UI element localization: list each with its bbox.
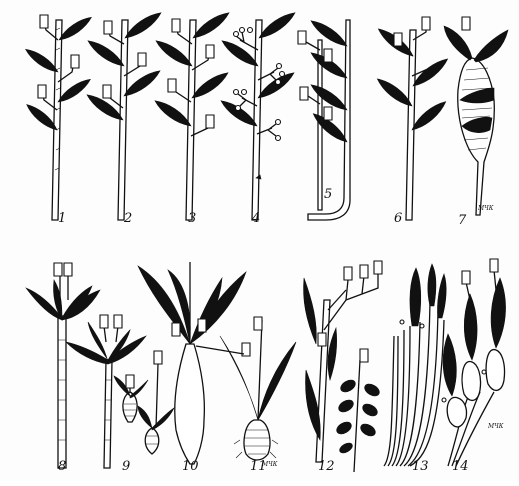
- panel-label-9: 9: [122, 459, 130, 474]
- plant-panel-14: 14 МЧК: [442, 259, 506, 474]
- panel-label-4: 4: [251, 211, 260, 226]
- plant-panel-6: 6: [374, 17, 450, 226]
- panel-label-13: 13: [412, 459, 429, 474]
- plant-panel-8: 8: [26, 263, 100, 474]
- plant-panel-1: 1: [23, 14, 94, 226]
- panel-label-7: 7: [458, 213, 467, 228]
- plant-panel-4: 4: [218, 9, 298, 226]
- plant-panel-11: 11 МЧК: [220, 317, 296, 474]
- panel-label-8: 8: [58, 459, 66, 474]
- plant-panel-3: 3: [152, 9, 232, 226]
- panel-label-14: 14: [452, 459, 469, 474]
- panel-label-2: 2: [123, 211, 132, 226]
- plant-panel-5: 5: [298, 17, 350, 220]
- panel-label-1: 1: [58, 211, 66, 226]
- panel-label-10: 10: [182, 459, 199, 474]
- plant-panel-12: 12: [304, 261, 383, 474]
- plant-panel-13: 13: [384, 264, 446, 474]
- panel-label-6: 6: [394, 211, 402, 226]
- panel-label-12: 12: [318, 459, 335, 474]
- panel-label-3: 3: [188, 211, 196, 226]
- signature-11: МЧК: [261, 461, 278, 468]
- plant-panel-2: 2: [84, 9, 164, 226]
- panel-label-5: 5: [324, 187, 332, 202]
- signature-14: МЧК: [487, 423, 504, 430]
- plant-panel-7: 7 МЧК: [444, 17, 508, 228]
- signature-7: МЧК: [477, 205, 494, 212]
- plant-panel-9: 9: [66, 315, 174, 474]
